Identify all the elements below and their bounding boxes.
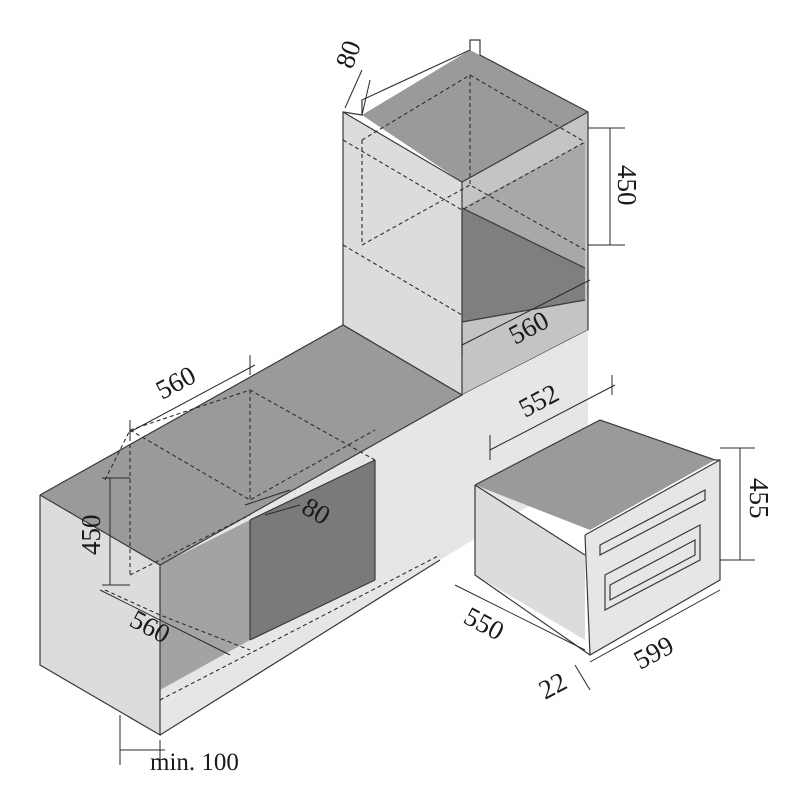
column-cabinet [342,39,589,396]
appliance-front-thickness-label: 22 [534,666,572,705]
plinth-gap-label: min. 100 [150,749,239,776]
appliance-oven [474,419,721,656]
base-niche-height-label: 450 [76,515,106,556]
appliance-height-label: 455 [744,478,774,519]
appliance-depth-label: 550 [459,601,509,647]
dimension-lines [99,69,755,765]
base-cabinet [39,324,588,737]
column-niche-height-label: 450 [612,165,642,206]
column-depth-cutout-label: 80 [329,36,366,72]
